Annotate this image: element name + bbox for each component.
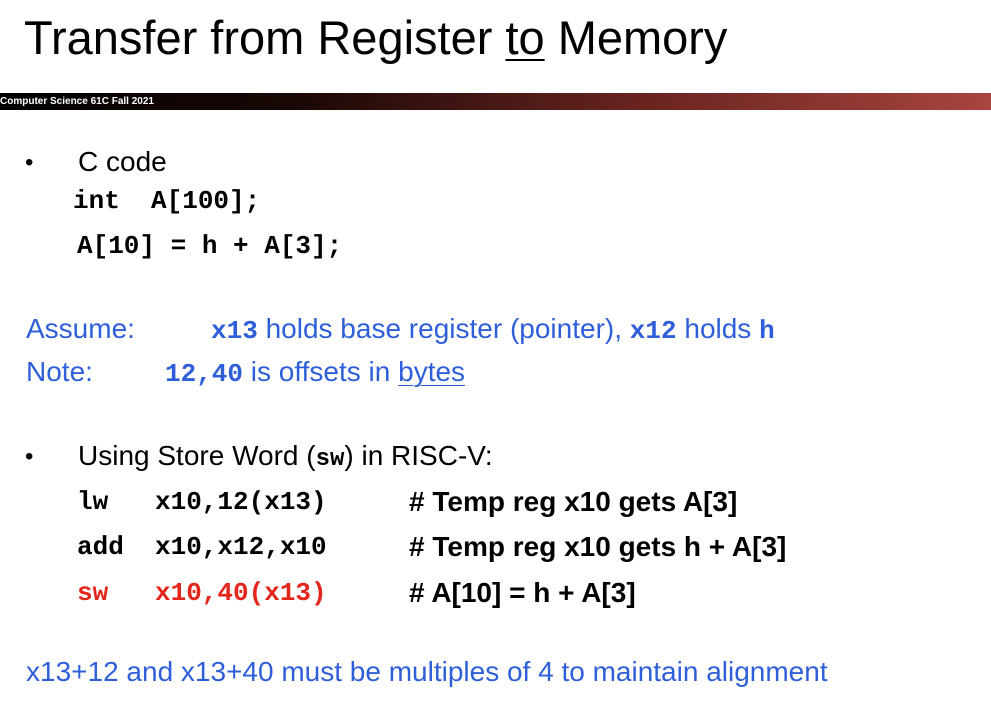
riscv-heading-text-1: Using Store Word ( <box>78 440 316 471</box>
instruction-op: lw <box>77 487 109 517</box>
instruction-args-highlighted: x10,40(x13) <box>155 578 327 608</box>
instruction-comment: # Temp reg x10 gets A[3] <box>409 486 738 517</box>
assume-body: x13 holds base register (pointer), x12 h… <box>211 312 775 348</box>
assume-text-2: holds <box>676 313 760 344</box>
offset-values: 12,40 <box>165 359 244 389</box>
riscv-heading-text-2: ) in RISC-V: <box>344 440 493 471</box>
sw-mnemonic: sw <box>315 446 345 473</box>
alignment-note: x13+12 and x13+40 must be multiples of 4… <box>26 656 828 687</box>
note-text: is offsets in <box>243 356 399 387</box>
c-code-line-1: int A[100]; <box>73 184 260 218</box>
bullet-marker: • <box>25 443 34 470</box>
slide-title: Transfer from Register to Memory <box>24 10 727 78</box>
title-text-end: Memory <box>544 11 728 64</box>
note-body: 12,40 is offsets in bytes <box>165 355 465 391</box>
assume-label: Assume: <box>26 313 135 344</box>
riscv-heading: Using Store Word (sw) in RISC-V: <box>78 439 493 477</box>
instruction-comment: # Temp reg x10 gets h + A[3] <box>409 531 787 562</box>
bullet-marker: • <box>25 149 34 176</box>
course-banner: Computer Science 61C Fall 2021 <box>0 93 991 110</box>
c-code-line-2: A[10] = h + A[3]; <box>77 231 343 261</box>
note-line: Note: <box>26 355 93 389</box>
note-label: Note: <box>26 356 93 387</box>
assume-line: Assume: <box>26 312 135 346</box>
c-code-line-1-text: int A[100]; <box>73 186 261 216</box>
title-text-underlined: to <box>505 11 545 64</box>
h-variable-name: h <box>759 316 775 346</box>
instruction-op-highlighted: sw <box>77 578 109 608</box>
c-code-heading: C code <box>78 146 167 177</box>
bytes-link[interactable]: bytes <box>398 356 466 387</box>
assume-text-1: holds base register (pointer), <box>257 313 630 344</box>
instruction-comment: # A[10] = h + A[3] <box>409 577 636 608</box>
base-register-name: x13 <box>211 316 258 346</box>
instruction-op: add <box>77 532 124 562</box>
course-banner-text: Computer Science 61C Fall 2021 <box>0 96 154 107</box>
instruction-args: x10,12(x13) <box>155 487 327 517</box>
instruction-args: x10,x12,x10 <box>155 532 327 562</box>
h-register-name: x12 <box>629 316 677 346</box>
title-text-start: Transfer from Register <box>24 11 506 64</box>
